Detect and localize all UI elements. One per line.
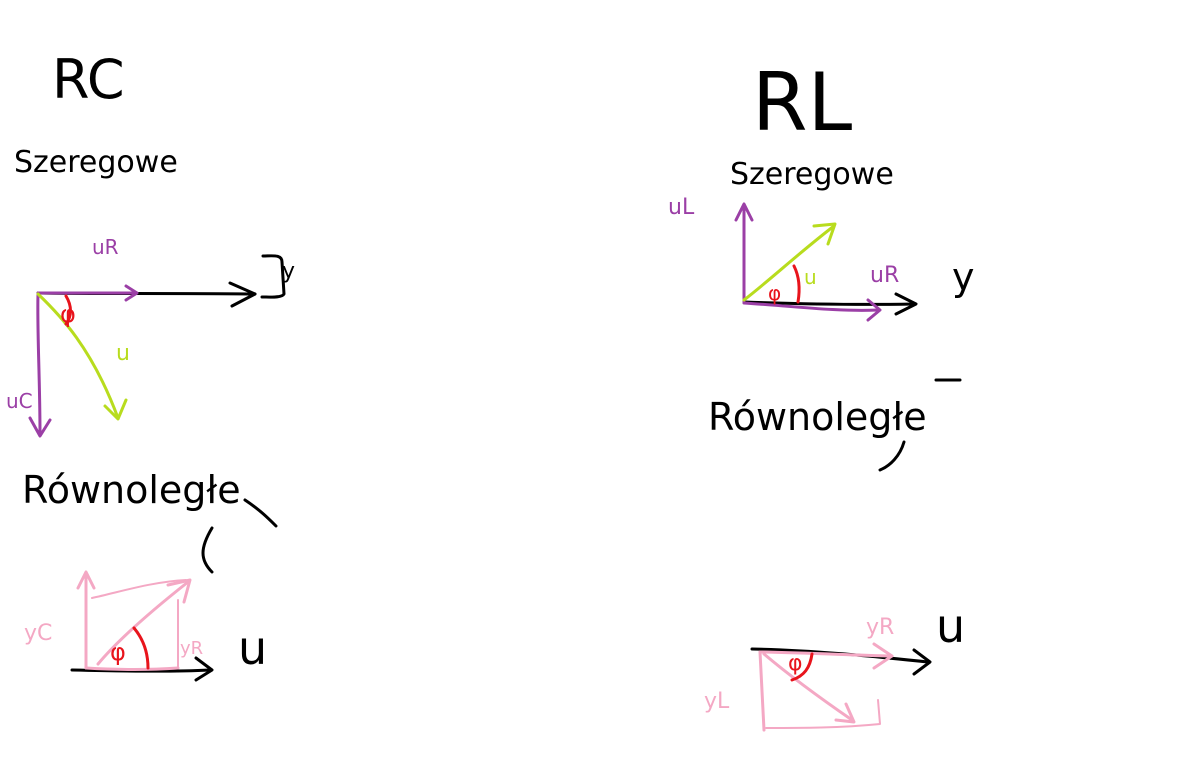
rc-ur-arrowhead (124, 284, 139, 302)
rc-series-angle-arc (64, 294, 72, 326)
rc-uc-label: uC (6, 389, 33, 413)
rl-section: RL Szeregowe y uL uR u φ Równoległe (668, 56, 975, 732)
rc-series-heading: Szeregowe (14, 145, 178, 180)
rl-y-phasor (762, 652, 854, 722)
rl-parallel-angle-label: φ (788, 651, 803, 676)
rc-series-axis-bracket (260, 254, 286, 299)
rl-title: RL (752, 56, 853, 149)
rc-parallel-reference-axis (70, 668, 212, 673)
rl-u-phasor (742, 224, 836, 302)
rc-yc-arrowhead (76, 570, 96, 590)
rc-yc-label: yC (24, 621, 52, 646)
rc-parallel-angle-label: φ (110, 638, 126, 666)
rc-uc-arrowhead (28, 416, 52, 438)
rl-parallel-angle-arc (790, 652, 814, 682)
rc-section: RC Szeregowe y uR uC u φ Równoległe (6, 48, 295, 682)
rl-series-reference-axis (742, 300, 916, 306)
rc-yr-phasor (84, 666, 180, 671)
rl-parallel-heading: Równoległe (708, 395, 927, 439)
rl-series-heading: Szeregowe (730, 157, 894, 192)
rl-y-projection (765, 699, 881, 729)
rc-uc-phasor (36, 292, 42, 436)
rc-parallel-reference-arrowhead (194, 656, 214, 682)
rc-yr-label: yR (180, 638, 203, 659)
rc-u-label: u (116, 341, 130, 366)
rl-ur-phasor (742, 301, 880, 312)
rc-u-phasor (36, 292, 120, 420)
rl-yr-phasor (758, 650, 892, 658)
rl-ul-label: uL (668, 195, 695, 220)
rc-title: RC (52, 48, 125, 111)
rl-parallel-heading-flourish (878, 378, 962, 472)
rl-parallel-reference-arrowhead (912, 648, 932, 676)
rc-parallel-axis-label: u (238, 621, 267, 675)
rc-series-axis-label: y (282, 259, 295, 284)
rc-parallel-heading-flourish (201, 498, 278, 574)
rl-series-angle-label: φ (768, 281, 781, 305)
rc-parallel-diagram: u yC yR φ (24, 570, 267, 682)
rl-parallel-axis-label: u (936, 599, 965, 653)
rc-y-projection (91, 579, 187, 599)
rl-ul-arrowhead (734, 202, 754, 222)
rl-ur-arrowhead (866, 298, 882, 322)
rl-ur-label: uR (870, 263, 899, 288)
rc-ur-label: uR (92, 235, 119, 259)
rl-series-axis-label: y (952, 255, 975, 299)
rl-y-arrowhead (834, 702, 856, 724)
rl-series-angle-arc (792, 264, 801, 304)
rc-series-diagram: y uR uC u φ (6, 235, 295, 438)
rl-yl-phasor (758, 650, 766, 732)
rc-series-reference-arrowhead (228, 281, 257, 308)
rc-y-arrowhead (166, 578, 192, 604)
rl-yr-arrowhead (872, 642, 894, 670)
rc-series-angle-label: φ (60, 300, 76, 328)
rl-yl-label: yL (704, 689, 730, 714)
rc-y-phasor (96, 580, 190, 666)
rl-parallel-diagram: u yR yL φ (704, 599, 965, 732)
rl-u-label: u (804, 265, 817, 289)
rl-yr-label: yR (866, 615, 894, 640)
rl-series-diagram: y uL uR u φ (668, 195, 975, 322)
rc-parallel-heading: Równoległe (22, 468, 241, 512)
rl-series-reference-arrowhead (894, 292, 918, 316)
rc-u-arrowhead (103, 398, 128, 421)
rc-parallel-angle-arc (132, 626, 150, 670)
rl-u-arrowhead (812, 222, 837, 246)
